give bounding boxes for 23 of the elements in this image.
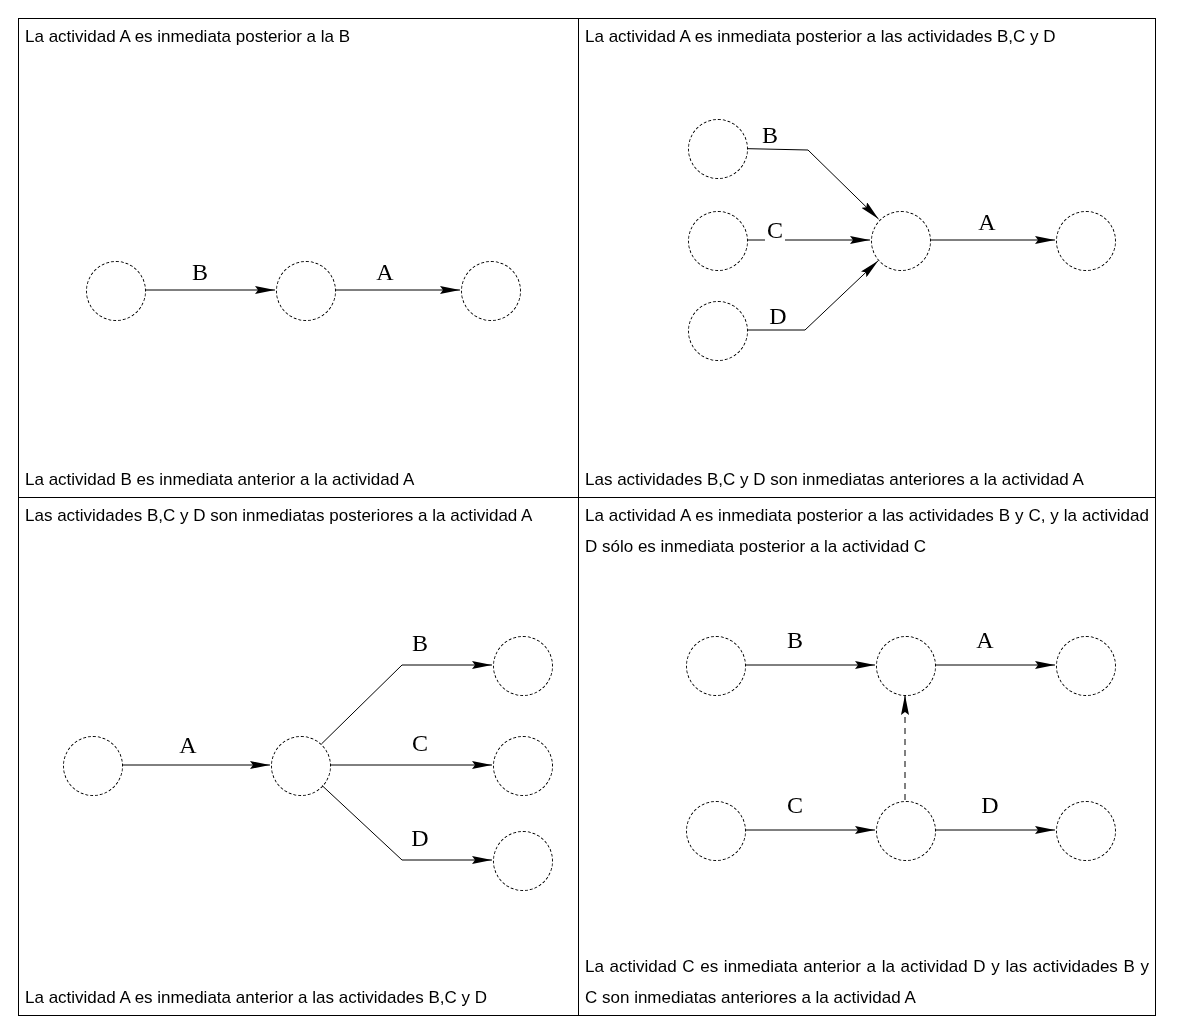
cell-text: Las actividades B,C y D son inmediatas anteriores a la actividad A [585, 469, 1085, 491]
cell-text: La actividad C es inmediata anterior a la actividad D y las actividades B y C son inmediatas anteriores a la actividad A [585, 956, 1149, 1009]
arrow [321, 784, 493, 864]
cell-text: La actividad A es inmediata posterior a las actividades B,C y D [585, 26, 1057, 48]
arrow [746, 148, 880, 220]
arrow [329, 761, 493, 769]
cell-text: La actividad A es inmediata posterior a las actividades B y C, y la actividad D sólo es inmediata posterior a la actividad C [585, 505, 1149, 558]
cell-text: Las actividades B,C y D son inmediatas posteriores a la actividad A [25, 505, 534, 527]
arrow [121, 761, 271, 769]
arrow [934, 826, 1056, 834]
arrow [746, 236, 871, 244]
arrow [334, 286, 461, 294]
arrow [934, 661, 1056, 669]
cell-text: La actividad A es inmediata posterior a la B [25, 26, 352, 48]
arrow [746, 260, 879, 331]
arrow [320, 661, 493, 745]
arrow [901, 694, 909, 801]
cell-text: La actividad B es inmediata anterior a la actividad A [25, 469, 416, 491]
arrow [744, 826, 876, 834]
arrow [929, 236, 1056, 244]
arrow [744, 661, 876, 669]
cell-text: La actividad A es inmediata anterior a las actividades B,C y D [25, 987, 489, 1009]
arrow [144, 286, 276, 294]
